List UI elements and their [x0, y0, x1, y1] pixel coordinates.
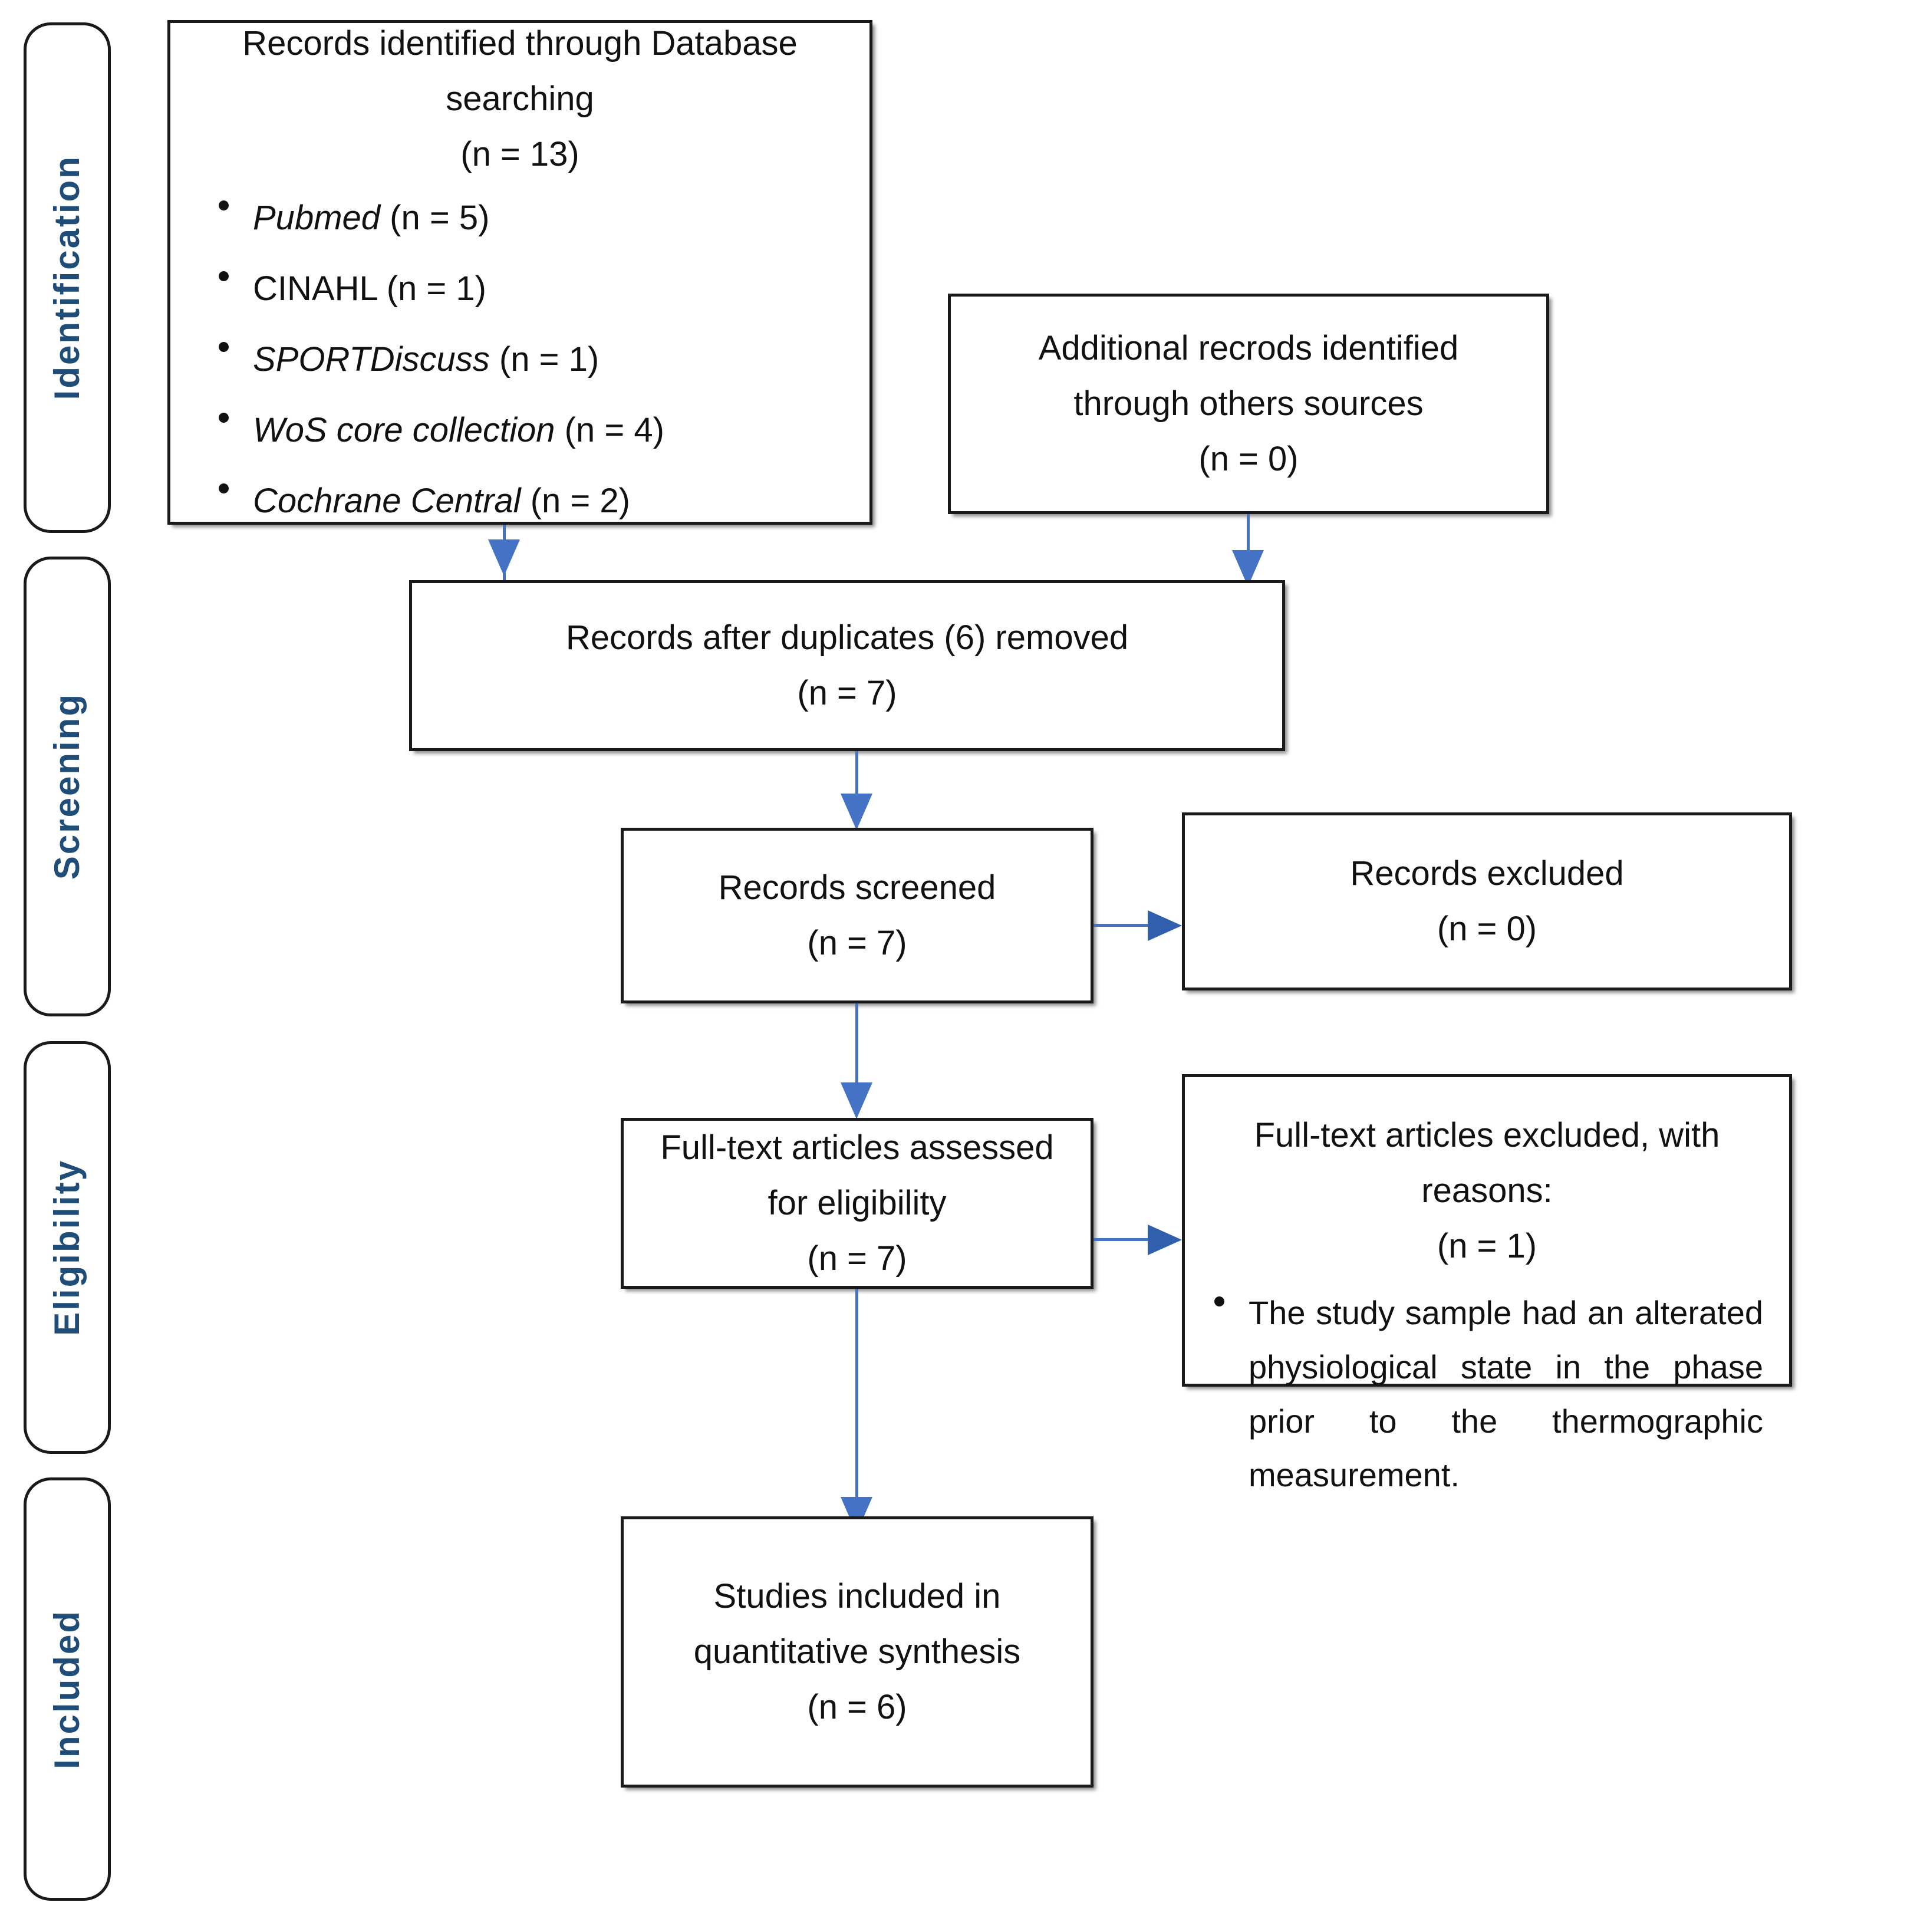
- source-name: CINAHL: [253, 269, 377, 308]
- box-records-identified-database: Records identified through Database sear…: [167, 20, 872, 525]
- arrowhead-db-to-duplicates: [488, 539, 520, 576]
- scr-line-2: (n = 7): [807, 924, 907, 962]
- phase-label-screening: Screening: [47, 693, 87, 880]
- connector-duplicates-to-screened: [855, 751, 858, 827]
- exc-line-2: (n = 0): [1437, 910, 1537, 948]
- add-line-2: through others sources: [1073, 384, 1424, 423]
- ftx-line-2: (n = 1): [1437, 1226, 1537, 1265]
- phase-eligibility: Eligibility: [24, 1041, 111, 1454]
- source-name: Pubmed: [253, 199, 381, 238]
- box-duplicates-removed: Records after duplicates (6) removed (n …: [409, 580, 1285, 751]
- connector-fulltext-to-included: [855, 1289, 858, 1531]
- connector-screened-to-excluded: [1093, 924, 1157, 927]
- bullet-icon: [219, 342, 229, 353]
- source-count: (n = 1): [386, 269, 486, 308]
- ft-line-2: for eligibility: [768, 1184, 947, 1223]
- dup-line-1: Records after duplicates (6) removed: [565, 618, 1129, 657]
- bullet-icon: [219, 483, 229, 494]
- bullet-icon: [219, 413, 229, 423]
- connector-fulltext-to-excluded: [1093, 1238, 1157, 1241]
- inc-line-3: (n = 6): [807, 1687, 907, 1726]
- source-name: WoS core collection: [253, 410, 555, 449]
- inc-line-2: quantitative synthesis: [693, 1633, 1021, 1671]
- box-fulltext-assessed: Full-text articles assessed for eligibil…: [621, 1118, 1093, 1289]
- box-records-screened: Records screened (n = 7): [621, 828, 1093, 1003]
- ft-line-3: (n = 7): [807, 1239, 907, 1278]
- list-item: Pubmed (n = 5): [219, 190, 869, 246]
- arrowhead-screened-to-fulltext: [841, 1082, 872, 1119]
- dup-line-2: (n = 7): [797, 674, 897, 712]
- box-records-excluded: Records excluded (n = 0): [1182, 812, 1792, 990]
- bullet-icon: [219, 200, 229, 211]
- db-line-1: Records identified through Database: [242, 24, 798, 63]
- ft-line-1: Full-text articles assessed: [660, 1128, 1054, 1167]
- database-source-list: Pubmed (n = 5) CINAHL (n = 1) SPORTDiscu…: [170, 190, 869, 529]
- list-item: WoS core collection (n = 4): [219, 403, 869, 458]
- arrowhead-fulltext-to-excluded: [1148, 1225, 1182, 1255]
- phase-screening: Screening: [24, 557, 111, 1016]
- phase-included: Included: [24, 1477, 111, 1901]
- inc-line-1: Studies included in: [713, 1577, 1001, 1616]
- arrowhead-duplicates-to-screened: [841, 794, 872, 830]
- ftx-line-1: Full-text articles excluded, with reason…: [1254, 1116, 1720, 1210]
- source-count: (n = 4): [564, 410, 664, 449]
- phase-label-eligibility: Eligibility: [47, 1159, 87, 1336]
- list-item: The study sample had an alterated physio…: [1214, 1286, 1763, 1502]
- db-line-3: (n = 13): [460, 135, 579, 174]
- scr-line-1: Records screened: [718, 868, 996, 907]
- source-name: SPORTDiscuss: [253, 340, 490, 378]
- exc-line-1: Records excluded: [1350, 854, 1624, 893]
- source-name: Cochrane Central: [253, 481, 521, 520]
- bullet-icon: [219, 271, 229, 282]
- phase-label-identification: Identification: [47, 155, 87, 400]
- exclusion-reason-list: The study sample had an alterated physio…: [1185, 1286, 1789, 1502]
- phase-identification: Identification: [24, 22, 111, 533]
- add-line-3: (n = 0): [1198, 439, 1299, 478]
- box-fulltext-excluded-reasons: Full-text articles excluded, with reason…: [1182, 1074, 1792, 1493]
- box-studies-included: Studies included in quantitative synthes…: [621, 1516, 1093, 1788]
- box-additional-records: Additional recrods identified through ot…: [948, 294, 1549, 514]
- phase-label-included: Included: [47, 1609, 87, 1769]
- add-line-1: Additional recrods identified: [1038, 329, 1459, 368]
- arrowhead-screened-to-excluded: [1148, 910, 1182, 941]
- source-count: (n = 2): [530, 481, 630, 520]
- db-line-2: searching: [446, 80, 594, 119]
- connector-screened-to-fulltext: [855, 1003, 858, 1115]
- source-count: (n = 5): [390, 199, 490, 238]
- list-item: CINAHL (n = 1): [219, 261, 869, 317]
- list-item: Cochrane Central (n = 2): [219, 473, 869, 529]
- source-count: (n = 1): [499, 340, 600, 378]
- bullet-icon: [1214, 1296, 1224, 1306]
- list-item: SPORTDiscuss (n = 1): [219, 332, 869, 387]
- reason-text: The study sample had an alterated physio…: [1249, 1294, 1763, 1494]
